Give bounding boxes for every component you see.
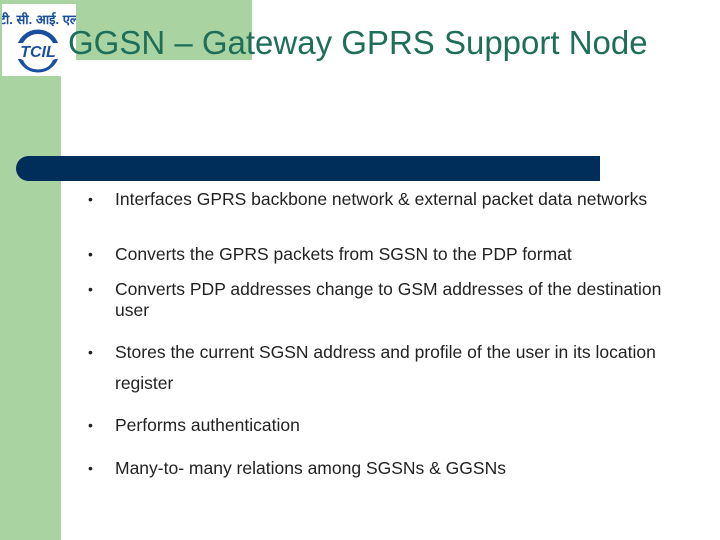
- tcil-logo: टी. सी. आई. एल TCIL: [2, 4, 76, 76]
- list-item: • Performs authentication: [86, 415, 666, 436]
- list-item: • Many-to- many relations among SGSNs & …: [86, 458, 666, 479]
- bullet-dot-icon: •: [88, 460, 93, 476]
- list-item: • Converts the GPRS packets from SGSN to…: [86, 244, 666, 265]
- slide-title: GGSN – Gateway GPRS Support Node: [68, 24, 648, 61]
- list-item: • Stores the current SGSN address and pr…: [86, 337, 666, 399]
- bullet-text: Converts PDP addresses change to GSM add…: [115, 279, 662, 320]
- bullet-dot-icon: •: [88, 246, 93, 262]
- bullet-text: Interfaces GPRS backbone network & exter…: [115, 189, 648, 209]
- bullet-text: Performs authentication: [115, 415, 300, 435]
- bullet-dot-icon: •: [88, 191, 93, 207]
- svg-text:टी. सी. आई. एल: टी. सी. आई. एल: [2, 12, 76, 27]
- bullet-text: Converts the GPRS packets from SGSN to t…: [115, 244, 572, 264]
- bullet-dot-icon: •: [88, 417, 93, 433]
- list-item: • Interfaces GPRS backbone network & ext…: [86, 189, 666, 210]
- bullet-dot-icon: •: [88, 344, 93, 360]
- title-divider-bar: [16, 156, 600, 181]
- bullet-text: Stores the current SGSN address and prof…: [115, 342, 656, 393]
- left-decorative-band: [0, 0, 61, 540]
- bullet-dot-icon: •: [88, 281, 93, 297]
- top-decorative-block: [61, 0, 252, 60]
- list-item: • Converts PDP addresses change to GSM a…: [86, 279, 666, 321]
- bullet-text: Many-to- many relations among SGSNs & GG…: [115, 458, 506, 478]
- svg-text:TCIL: TCIL: [20, 44, 56, 61]
